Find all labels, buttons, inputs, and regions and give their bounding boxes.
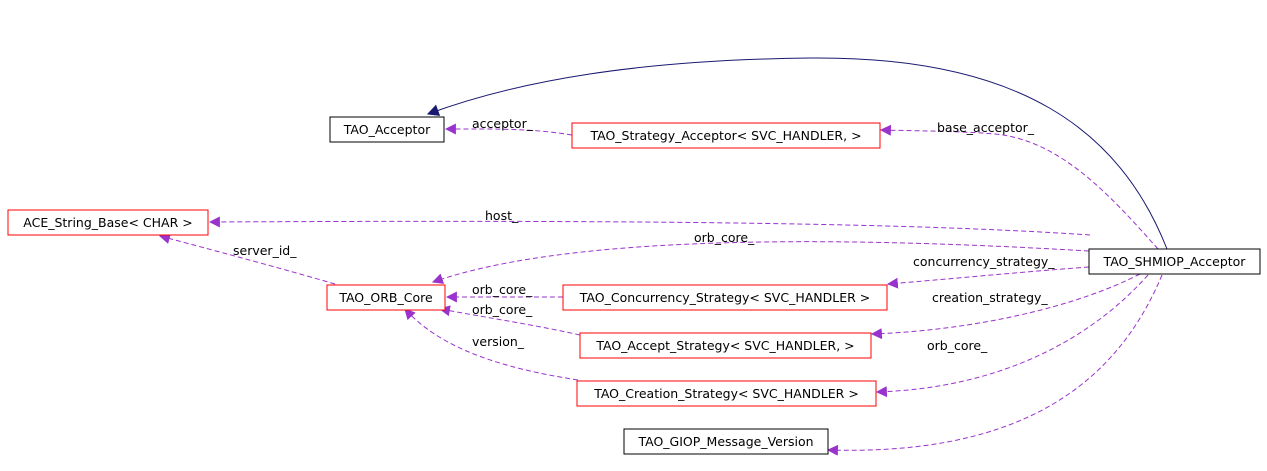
orb-core-creation-edge-label: version_ (472, 334, 525, 349)
node-tao-creation-strategy-label: TAO_Creation_Strategy< SVC_HANDLER > (593, 386, 859, 401)
orb-core-creation-edge (404, 308, 579, 381)
node-tao-accept-strategy-label: TAO_Accept_Strategy< SVC_HANDLER, > (595, 338, 854, 353)
nodes: TAO_SHMIOP_Acceptor TAO_Acceptor TAO_Str… (7, 116, 1261, 455)
node-tao-concurrency-strategy[interactable]: TAO_Concurrency_Strategy< SVC_HANDLER > (562, 284, 888, 311)
base-acceptor-edge (879, 124, 1159, 250)
inheritance-edge (426, 57, 1168, 250)
node-tao-giop-message-version[interactable]: TAO_GIOP_Message_Version (623, 428, 829, 455)
acceptor-edge-label: acceptor_ (472, 116, 534, 131)
node-ace-string-base-label: ACE_String_Base< CHAR > (23, 215, 192, 230)
node-tao-shmiop-acceptor[interactable]: TAO_SHMIOP_Acceptor (1088, 248, 1261, 275)
node-tao-giop-message-version-label: TAO_GIOP_Message_Version (637, 434, 813, 449)
creation-edge (875, 274, 1149, 398)
version-edge (826, 274, 1163, 456)
host-edge-label: host_ (485, 208, 519, 223)
node-tao-shmiop-acceptor-label: TAO_SHMIOP_Acceptor (1103, 254, 1247, 269)
accept-edge (870, 273, 1141, 340)
node-tao-orb-core-label: TAO_ORB_Core (338, 290, 433, 305)
node-tao-orb-core[interactable]: TAO_ORB_Core (326, 284, 446, 311)
node-tao-creation-strategy[interactable]: TAO_Creation_Strategy< SVC_HANDLER > (576, 380, 877, 407)
node-tao-concurrency-strategy-label: TAO_Concurrency_Strategy< SVC_HANDLER > (579, 290, 871, 305)
orb-core-main-edge-label: orb_core_ (694, 230, 755, 245)
concurrency-edge (886, 266, 1090, 289)
node-tao-acceptor-label: TAO_Acceptor (343, 122, 431, 137)
node-ace-string-base[interactable]: ACE_String_Base< CHAR > (7, 209, 209, 236)
edges: acceptor_ base_acceptor_ host_ server_id… (158, 57, 1168, 456)
host-edge (208, 216, 1091, 236)
node-tao-accept-strategy[interactable]: TAO_Accept_Strategy< SVC_HANDLER, > (579, 332, 872, 359)
node-tao-acceptor[interactable]: TAO_Acceptor (329, 116, 445, 143)
orb-core-accept-edge (438, 305, 581, 336)
orb-core-main-edge (431, 241, 1090, 284)
server-id-edge (158, 233, 336, 285)
node-tao-strategy-acceptor-label: TAO_Strategy_Acceptor< SVC_HANDLER, > (589, 128, 861, 143)
node-tao-strategy-acceptor[interactable]: TAO_Strategy_Acceptor< SVC_HANDLER, > (571, 122, 881, 149)
orb-core-accept-edge-label: orb_core_ (472, 302, 533, 317)
creation-edge-label: orb_core_ (927, 338, 988, 353)
concurrency-edge-label: concurrency_strategy_ (913, 254, 1055, 269)
accept-edge-label: creation_strategy_ (932, 290, 1048, 305)
base-acceptor-edge-label: base_acceptor_ (937, 120, 1035, 135)
orb-core-conc-edge-label: orb_core_ (472, 282, 533, 297)
server-id-edge-label: server_id_ (233, 243, 297, 258)
